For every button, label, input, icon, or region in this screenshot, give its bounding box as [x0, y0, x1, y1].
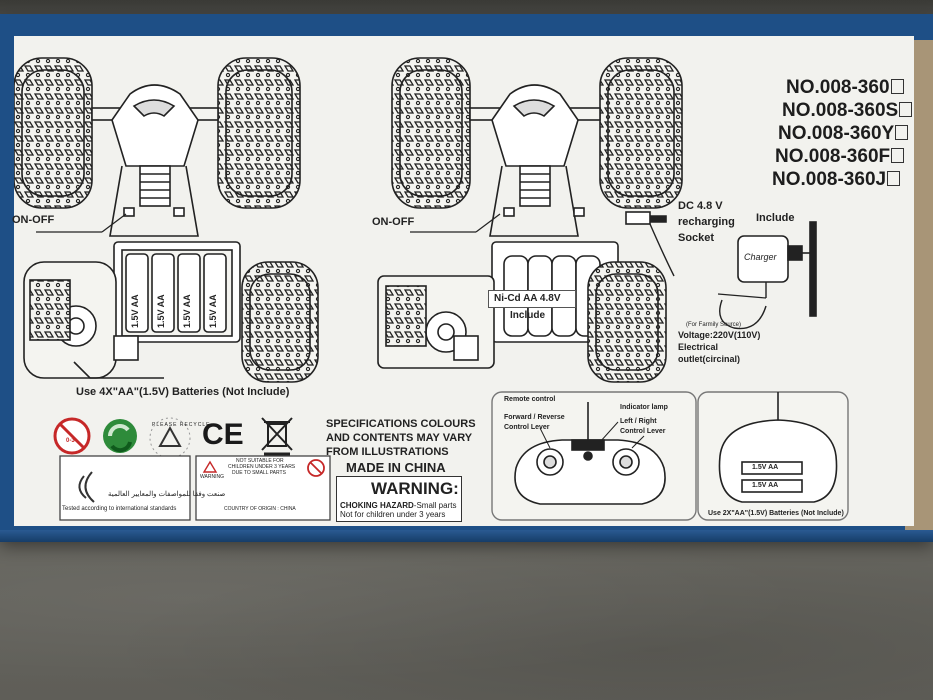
- model-number-list: NO.008-360 NO.008-360S NO.008-360Y NO.00…: [772, 76, 913, 191]
- remote-control-label: Remote control: [504, 396, 556, 403]
- hazard-line: CHOKING HAZARD-Small parts: [340, 501, 457, 510]
- model-item: NO.008-360J: [772, 168, 912, 191]
- small-warning-line3: DUE TO SMALL PARTS: [232, 470, 286, 476]
- right-on-off-label: ON-OFF: [372, 216, 415, 228]
- recycle-text: PLEASE RECYCLE: [152, 422, 211, 428]
- spec-notice-line2: AND CONTENTS MAY VARY: [326, 432, 473, 444]
- small-warning-title: WARNING: [200, 474, 224, 480]
- fabric-texture: [0, 530, 933, 700]
- small-warning-line1: NOT SUITABLE FOR: [236, 458, 284, 464]
- ni-cd-pack-text: Ni-Cd AA 4.8V: [494, 293, 561, 304]
- battery-label-4: 1.5V AA: [208, 294, 218, 328]
- left-car-drawing: [14, 57, 319, 383]
- tire-icon: [599, 57, 683, 209]
- spec-notice-line3: FROM ILLUSTRATIONS: [326, 446, 449, 458]
- socket-label-line3: Socket: [678, 232, 715, 244]
- socket-label-line2: recharging: [678, 216, 735, 228]
- checkbox-icon: [895, 125, 909, 140]
- made-in-label: MADE IN CHINA: [346, 460, 446, 475]
- warning-title: WARNING:: [371, 479, 459, 498]
- voltage-label: Voltage:220V(110V): [678, 330, 761, 340]
- model-item: NO.008-360F: [772, 145, 912, 168]
- socket-label-line1: DC 4.8 V: [678, 200, 723, 212]
- left-battery-caption: Use 4X"AA"(1.5V) Batteries (Not Include): [76, 386, 290, 398]
- model-item: NO.008-360: [772, 76, 912, 99]
- ce-mark: CE: [202, 418, 244, 451]
- family-source-label: (For Farmily Source): [686, 322, 742, 328]
- remote-battery-caption: Use 2X"AA"(1.5V) Batteries (Not Include): [708, 510, 844, 517]
- outlet-label-line1: Electrical: [678, 342, 719, 352]
- left-on-off-label: ON-OFF: [12, 214, 55, 226]
- certification-icons: [53, 417, 293, 459]
- right-car-drawing: [377, 57, 817, 383]
- tire-icon: [14, 57, 93, 209]
- model-item: NO.008-360Y: [772, 122, 912, 145]
- remote-battery-label-1: 1.5V AA: [752, 464, 779, 471]
- pack-include-label: Include: [510, 310, 546, 321]
- ni-cd-pack-label: Ni-Cd AA 4.8V: [488, 290, 576, 308]
- spec-notice-line1: SPECIFICATIONS COLOURS: [326, 418, 476, 430]
- battery-label-3: 1.5V AA: [182, 294, 192, 328]
- box-back-panel: ON-OFF 1.5V AA 1.5V AA 1.5V AA 1.5V AA U…: [12, 36, 914, 526]
- indicator-lamp-label: Indicator lamp: [620, 404, 668, 411]
- standards-english: Tested according to international standa…: [62, 506, 177, 512]
- model-item: NO.008-360S: [772, 99, 913, 122]
- wall-outlet: [809, 221, 817, 317]
- warning-triangle-icon: [202, 460, 218, 473]
- tire-icon: [217, 57, 301, 209]
- checkbox-icon: [891, 148, 905, 163]
- remote-back-drawing: [718, 392, 838, 503]
- outlet-label-line2: outlet(circinal): [678, 354, 741, 364]
- forward-reverse-label: Forward / Reverse: [504, 414, 565, 421]
- tire-icon: [241, 261, 319, 383]
- battery-label-2: 1.5V AA: [156, 294, 166, 328]
- forward-reverse-label-2: Control Lever: [504, 424, 550, 431]
- box-bottom-edge: [0, 530, 933, 542]
- choking-warning-box: WARNING: CHOKING HAZARD-Small parts Not …: [336, 476, 462, 522]
- charger-label: Charger: [744, 252, 777, 262]
- small-warning-line2: CHILDREN UNDER 3 YEARS: [228, 464, 296, 470]
- hazard-line-2: Not for children under 3 years: [340, 510, 446, 519]
- left-right-label: Left / Right: [620, 418, 657, 425]
- tire-icon: [587, 261, 667, 383]
- checkbox-icon: [887, 171, 901, 186]
- standards-arabic: صنعت وفقا للمواصفات والمعايير العالمية: [108, 491, 226, 498]
- tire-icon: [391, 57, 471, 209]
- age-badge-text: 0-3: [66, 438, 75, 444]
- charger-include-label: Include: [756, 212, 795, 224]
- remote-control-drawing: [514, 402, 666, 505]
- left-right-label-2: Control Lever: [620, 428, 666, 435]
- standards-box: [59, 455, 191, 521]
- line-art-illustrations: [14, 57, 849, 521]
- weee-bin-icon: [261, 417, 293, 456]
- country-of-origin: COUNTRY OF ORIGIN : CHINA: [224, 506, 296, 512]
- remote-battery-label-2: 1.5V AA: [752, 482, 779, 489]
- battery-label-1: 1.5V AA: [130, 294, 140, 328]
- standards-logo-icon: [78, 471, 95, 503]
- checkbox-icon: [890, 79, 904, 94]
- checkbox-icon: [899, 102, 913, 117]
